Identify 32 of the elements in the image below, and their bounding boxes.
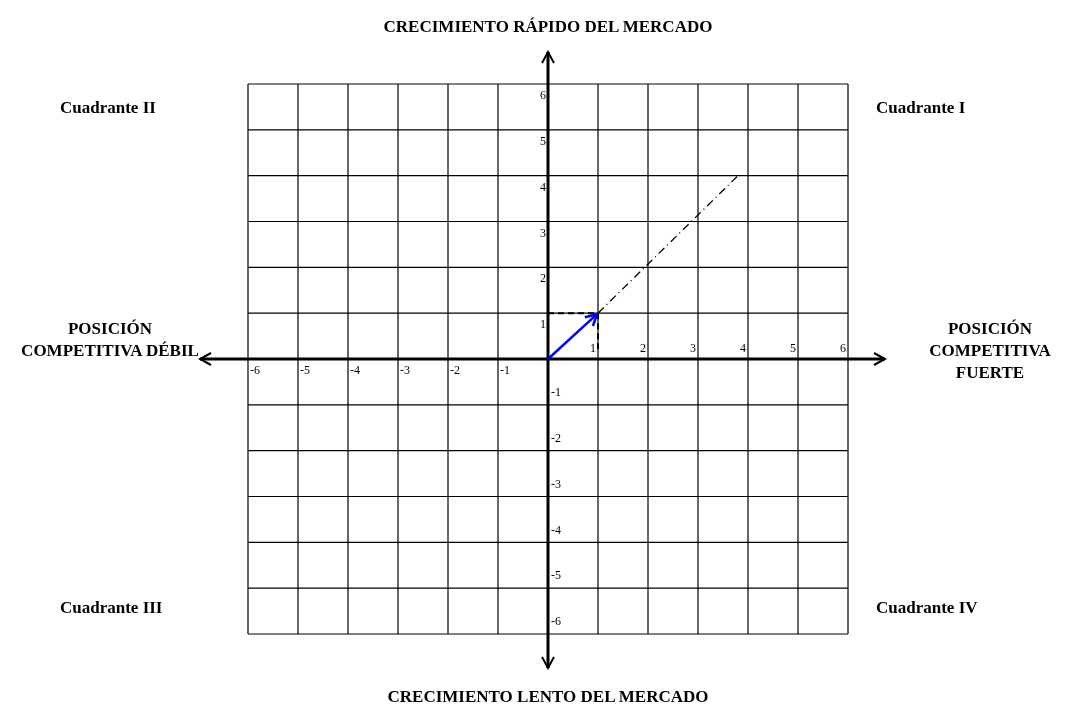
axis-label: POSICIÓN COMPETITIVA FUERTE bbox=[928, 318, 1052, 384]
tick-label: 6 bbox=[839, 341, 846, 355]
tick-label: -5 bbox=[551, 568, 562, 583]
tick-label: 4 bbox=[539, 179, 546, 194]
tick-label: 2 bbox=[639, 341, 646, 355]
tick-label: 1 bbox=[589, 341, 596, 355]
tick-label: -3 bbox=[551, 476, 562, 491]
tick-label: 1 bbox=[539, 317, 546, 332]
axis-label: Cuadrante II bbox=[60, 97, 157, 119]
tick-label: -4 bbox=[350, 363, 361, 377]
tick-label: -6 bbox=[250, 363, 261, 377]
tick-label: -2 bbox=[551, 430, 562, 445]
tick-label: 2 bbox=[539, 271, 546, 286]
axis-label: Cuadrante III bbox=[60, 597, 164, 619]
tick-label: 4 bbox=[739, 341, 746, 355]
axis-label: CRECIMIENTO RÁPIDO DEL MERCADO bbox=[382, 16, 714, 38]
tick-label: 3 bbox=[539, 225, 546, 240]
axis-label: CRECIMIENTO LENTO DEL MERCADO bbox=[386, 686, 710, 708]
axis-label: Cuadrante I bbox=[876, 97, 967, 119]
tick-label: -4 bbox=[551, 522, 562, 537]
tick-label: -1 bbox=[500, 363, 511, 377]
axis-label: Cuadrante IV bbox=[876, 597, 979, 619]
tick-label: -3 bbox=[400, 363, 411, 377]
tick-label: 5 bbox=[539, 133, 546, 148]
tick-label: 3 bbox=[689, 341, 696, 355]
tick-label: -6 bbox=[551, 614, 562, 629]
tick-label: 5 bbox=[789, 341, 796, 355]
tick-label: 6 bbox=[539, 88, 546, 102]
tick-label: -1 bbox=[551, 385, 562, 399]
tick-label: -2 bbox=[450, 363, 461, 377]
axis-label: POSICIÓN COMPETITIVA DÉBIL bbox=[20, 318, 200, 362]
tick-label: -5 bbox=[300, 363, 311, 377]
